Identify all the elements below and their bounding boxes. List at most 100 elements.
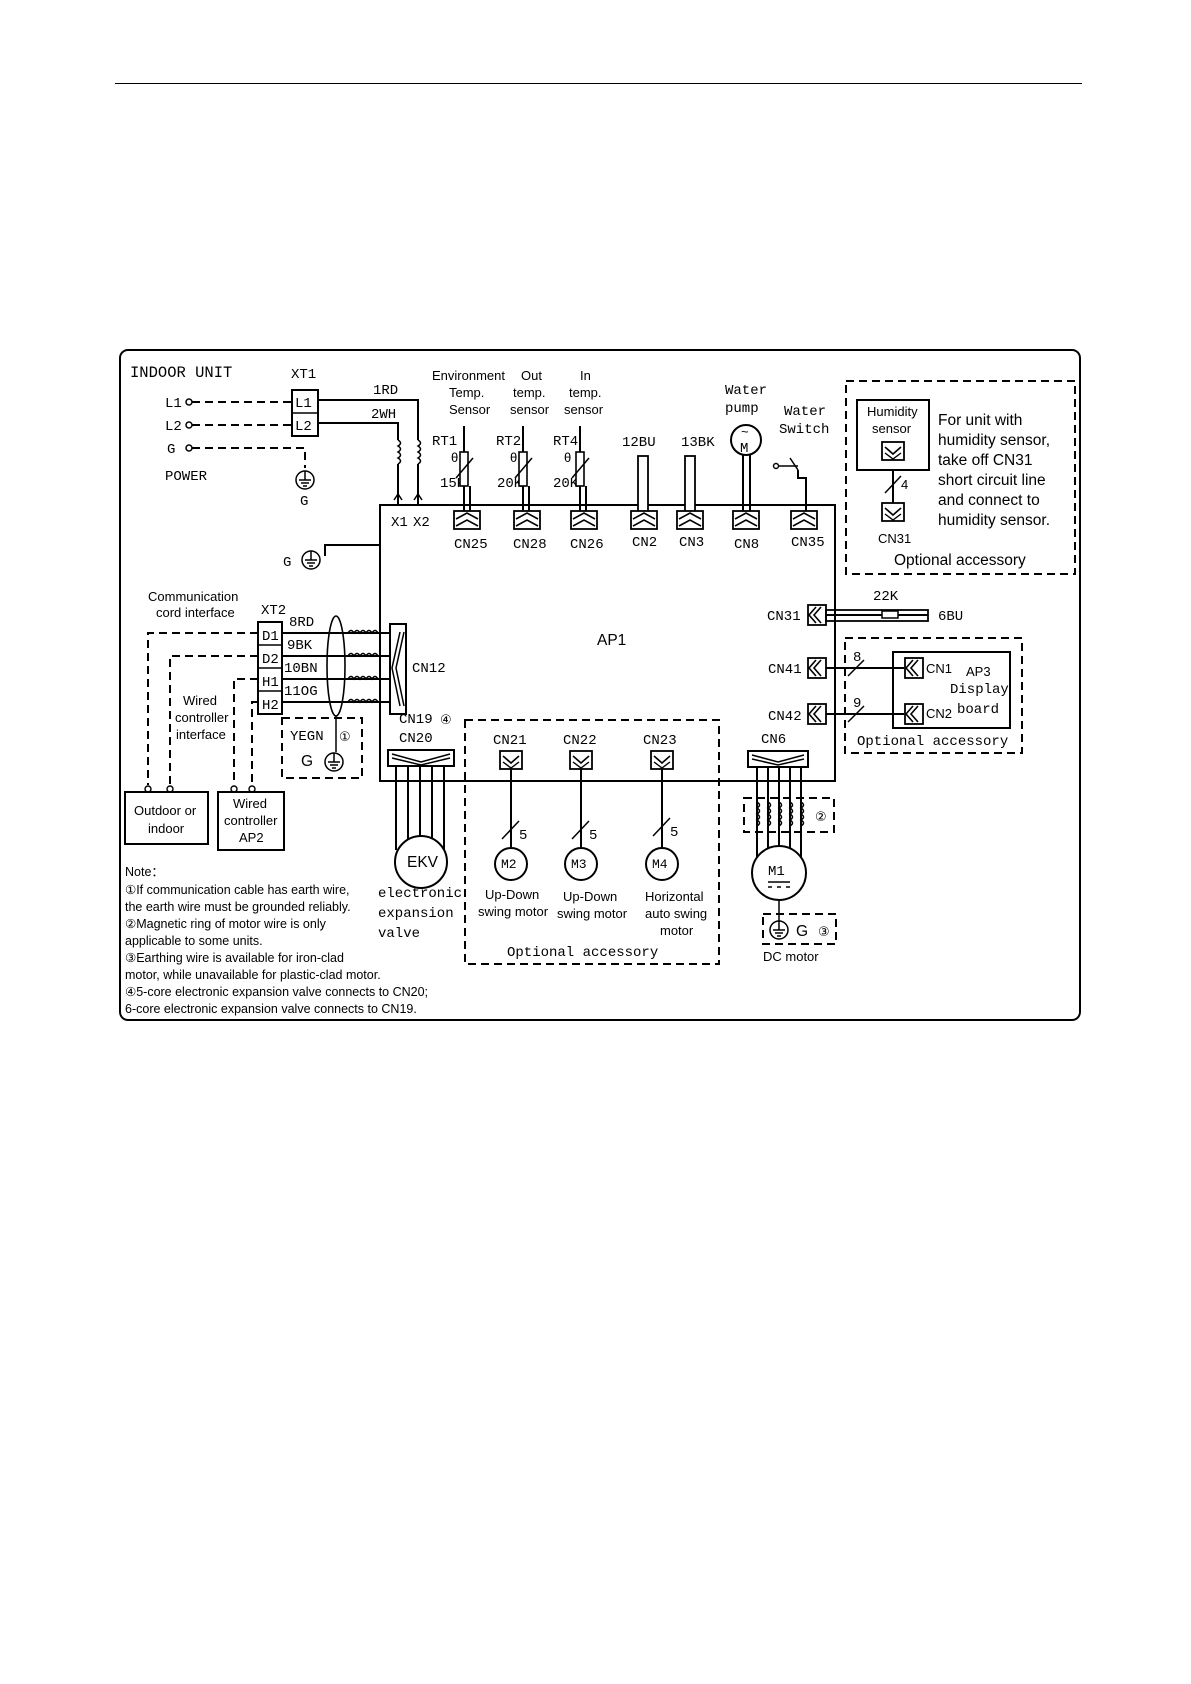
- sensor-theta: θ: [451, 450, 458, 465]
- note-line: applicable to some units.: [125, 934, 263, 948]
- humidity-desc: For unit with: [938, 412, 1022, 429]
- cn25-connector-icon: [453, 510, 481, 530]
- ekv-cn19: CN19: [399, 712, 433, 728]
- ekv-caption: electronic: [378, 886, 462, 902]
- page-header-rule: [115, 83, 1082, 84]
- magnetic-ring-box: [743, 797, 835, 833]
- yegn-ground-icon: [324, 752, 344, 772]
- wire-label: 13BK: [681, 435, 715, 451]
- wired-interface-label: controller: [175, 710, 229, 725]
- cn8-connector-icon: [732, 510, 760, 530]
- pump-connector: CN8: [734, 537, 759, 553]
- note-line: ②Magnetic ring of motor wire is only: [125, 917, 327, 931]
- dc-ring-mark: ②: [815, 809, 827, 824]
- humidity-wires: 4: [901, 477, 908, 492]
- humidity-desc: and connect to: [938, 492, 1040, 509]
- display-caption: Optional accessory: [857, 734, 1008, 750]
- xt2-pin: D2: [262, 652, 279, 668]
- pump-title: Water: [725, 383, 767, 399]
- xt2-pin: H1: [262, 675, 279, 691]
- cn28-connector-icon: [513, 510, 541, 530]
- note-line: ④5-core electronic expansion valve conne…: [125, 985, 428, 999]
- power-coil-icon: [397, 439, 402, 465]
- sensor-title: Environment: [432, 368, 505, 383]
- cn42-connector-icon: [807, 703, 827, 725]
- swing-symbol: M2: [501, 857, 517, 872]
- comm-wire: 8RD: [289, 615, 314, 631]
- sensor-in-temp: In temp. sensor RT4 θ 20K CN26: [553, 368, 604, 553]
- cn35-connector-icon: [790, 510, 818, 530]
- cn31-connector-icon: [807, 604, 827, 626]
- wire-count-9: 9: [853, 696, 861, 712]
- board-name: AP1: [597, 632, 626, 649]
- power-l2-label: L2: [165, 419, 182, 435]
- sensor-rt: RT1: [432, 434, 457, 450]
- swing-caption: swing motor: [557, 906, 628, 921]
- connector-cn2: 12BU CN2: [622, 435, 658, 551]
- pump-tilde: ~: [741, 424, 749, 439]
- ekv-symbol: EKV: [407, 854, 439, 871]
- sensor-theta: θ: [510, 450, 517, 465]
- power-l1-label: L1: [165, 396, 182, 412]
- note-line: ①If communication cable has earth wire,: [125, 883, 350, 897]
- connector-label: CN3: [679, 535, 704, 551]
- swing-caption: Horizontal: [645, 889, 704, 904]
- display-title: AP3: [966, 664, 991, 679]
- ekv-mark: ④: [440, 712, 452, 727]
- swing-symbol: M4: [652, 857, 668, 872]
- swing-wires: 5: [670, 825, 678, 841]
- outdoor-box-label: indoor: [148, 821, 185, 836]
- water-pump: Water pump ~ M CN8: [725, 383, 767, 553]
- dc-connector: CN6: [761, 732, 786, 748]
- yegn-box: [281, 717, 363, 779]
- connector-label: CN2: [632, 535, 657, 551]
- humidity-sensor-connector-icon: [881, 441, 905, 461]
- notes: Note： ①If communication cable has earth …: [125, 865, 428, 1016]
- swing-wires: 5: [589, 828, 597, 844]
- swing-motor-icon: [494, 847, 528, 881]
- comm-wire: 9BK: [287, 638, 313, 654]
- connector-cn3: 13BK CN3: [676, 435, 715, 551]
- xt1-l2: L2: [295, 419, 312, 435]
- cn12-connector-icon: [389, 623, 407, 715]
- cn26-connector-icon: [570, 510, 598, 530]
- wired-box-label: controller: [224, 813, 278, 828]
- cn22-connector-icon: [569, 750, 593, 770]
- water-switch: Water Switch CN35: [772, 404, 829, 551]
- pump-title: pump: [725, 401, 759, 417]
- swing-wires: 5: [519, 828, 527, 844]
- swing-motor-m3: CN22 5 M3 Up-Down swing motor: [557, 733, 628, 921]
- dc-ground-mark: ③: [818, 924, 830, 939]
- cn20-connector-icon: [387, 749, 455, 767]
- wire-1rd: 1RD: [373, 383, 398, 399]
- outdoor-indoor-box: [124, 791, 209, 845]
- yegn-label: YEGN: [290, 729, 324, 745]
- ekv-cn20: CN20: [399, 731, 433, 747]
- swing-caption-optional: Optional accessory: [507, 945, 658, 961]
- sensor-title: temp.: [513, 385, 546, 400]
- cn23-connector-icon: [650, 750, 674, 770]
- yegn-g: G: [301, 753, 313, 770]
- magnetic-ring-icon: [755, 801, 805, 827]
- main-board: [379, 504, 836, 782]
- swing-caption: swing motor: [478, 904, 549, 919]
- power-g-label: G: [167, 442, 175, 458]
- display-optional-box: [844, 637, 1023, 754]
- humidity-desc: take off CN31: [938, 452, 1033, 469]
- dc-ground-label: G: [796, 923, 808, 940]
- note-line: motor, while unavailable for plastic-cla…: [125, 968, 381, 982]
- comm-connector: CN12: [412, 661, 446, 677]
- swing-connector: CN22: [563, 733, 597, 749]
- board-x2: X2: [413, 515, 430, 531]
- sensor-connector: CN25: [454, 537, 488, 553]
- xt1-label: XT1: [291, 367, 316, 383]
- sensor-title: sensor: [564, 402, 604, 417]
- humidity-connector: CN31: [878, 531, 911, 546]
- xt2-label: XT2: [261, 603, 286, 619]
- sensor-title: In: [580, 368, 591, 383]
- display-title: Display: [950, 682, 1009, 698]
- swing-connector: CN21: [493, 733, 527, 749]
- wired-box-label: Wired: [233, 796, 267, 811]
- swing-connector: CN23: [643, 733, 677, 749]
